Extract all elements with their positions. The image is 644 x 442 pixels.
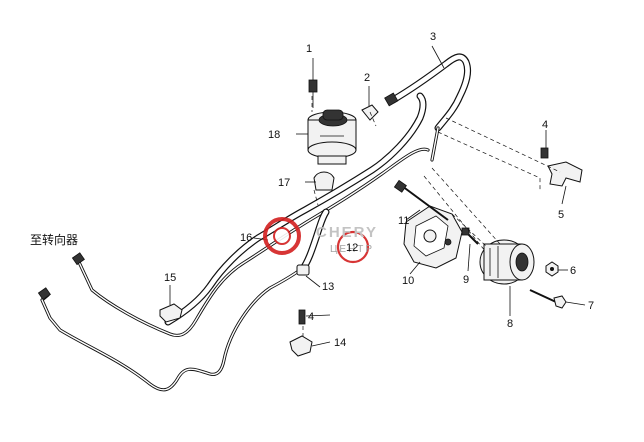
callout-3: 3 bbox=[430, 31, 436, 43]
callout-4-lower: 4 bbox=[308, 311, 314, 323]
callout-4-upper: 4 bbox=[542, 119, 548, 131]
suction-hose-3 bbox=[384, 53, 472, 162]
callout-labels: 1 2 3 4 4 5 6 7 8 9 10 11 12 13 14 15 16… bbox=[164, 31, 594, 349]
bolt-4-lower bbox=[298, 309, 306, 325]
pressure-pipe bbox=[37, 268, 302, 392]
bolt-7 bbox=[529, 289, 567, 309]
callout-11: 11 bbox=[398, 215, 409, 227]
callout-2: 2 bbox=[364, 72, 370, 84]
pipe-fitting-right bbox=[71, 252, 85, 266]
watermark-text-bottom: ЦЕНТР bbox=[330, 244, 374, 255]
clamp-17 bbox=[313, 171, 335, 191]
callout-15: 15 bbox=[164, 272, 176, 284]
reservoir-18 bbox=[307, 58, 357, 165]
callout-9: 9 bbox=[463, 274, 469, 286]
bracket-5 bbox=[540, 147, 583, 187]
hose-end-fitting bbox=[296, 264, 310, 276]
callout-leaders bbox=[169, 45, 586, 347]
watermark-red-ring-left bbox=[263, 217, 301, 255]
bolt-4-upper bbox=[540, 147, 549, 159]
callout-6: 6 bbox=[570, 265, 576, 277]
return-hose-16 bbox=[164, 92, 427, 326]
clip-2 bbox=[361, 86, 379, 121]
callout-5: 5 bbox=[558, 209, 564, 221]
watermark-logo: CHERY ЦЕНТР bbox=[263, 217, 378, 264]
bolt-11 bbox=[393, 179, 449, 221]
callout-8: 8 bbox=[507, 318, 513, 330]
callout-1: 1 bbox=[306, 43, 312, 55]
callout-17: 17 bbox=[278, 177, 290, 189]
reservoir-cap bbox=[322, 109, 344, 121]
callout-12: 12 bbox=[346, 242, 358, 254]
hose-clamp bbox=[384, 92, 399, 107]
steering-pump-8 bbox=[479, 239, 535, 285]
clip-14 bbox=[289, 335, 313, 357]
callout-13: 13 bbox=[322, 281, 334, 293]
watermark-red-ring-right bbox=[336, 230, 370, 264]
callout-18: 18 bbox=[268, 129, 280, 141]
watermark-text-top: CHERY bbox=[316, 224, 378, 241]
callout-14: 14 bbox=[334, 337, 346, 349]
clip-15 bbox=[159, 303, 183, 323]
callout-16: 16 bbox=[240, 232, 252, 244]
alignment-lines bbox=[302, 96, 561, 340]
pipe-fitting-left bbox=[37, 287, 51, 301]
bolt-9 bbox=[461, 227, 479, 245]
bolt-1 bbox=[308, 79, 318, 93]
nut-6 bbox=[545, 261, 559, 277]
callout-7: 7 bbox=[588, 300, 594, 312]
callout-10: 10 bbox=[402, 275, 414, 287]
to-steering-gear-label: 至转向器 bbox=[30, 232, 78, 247]
pump-bracket-10 bbox=[403, 205, 463, 269]
pressure-hose-13 bbox=[296, 208, 330, 276]
return-pipe bbox=[71, 147, 430, 338]
